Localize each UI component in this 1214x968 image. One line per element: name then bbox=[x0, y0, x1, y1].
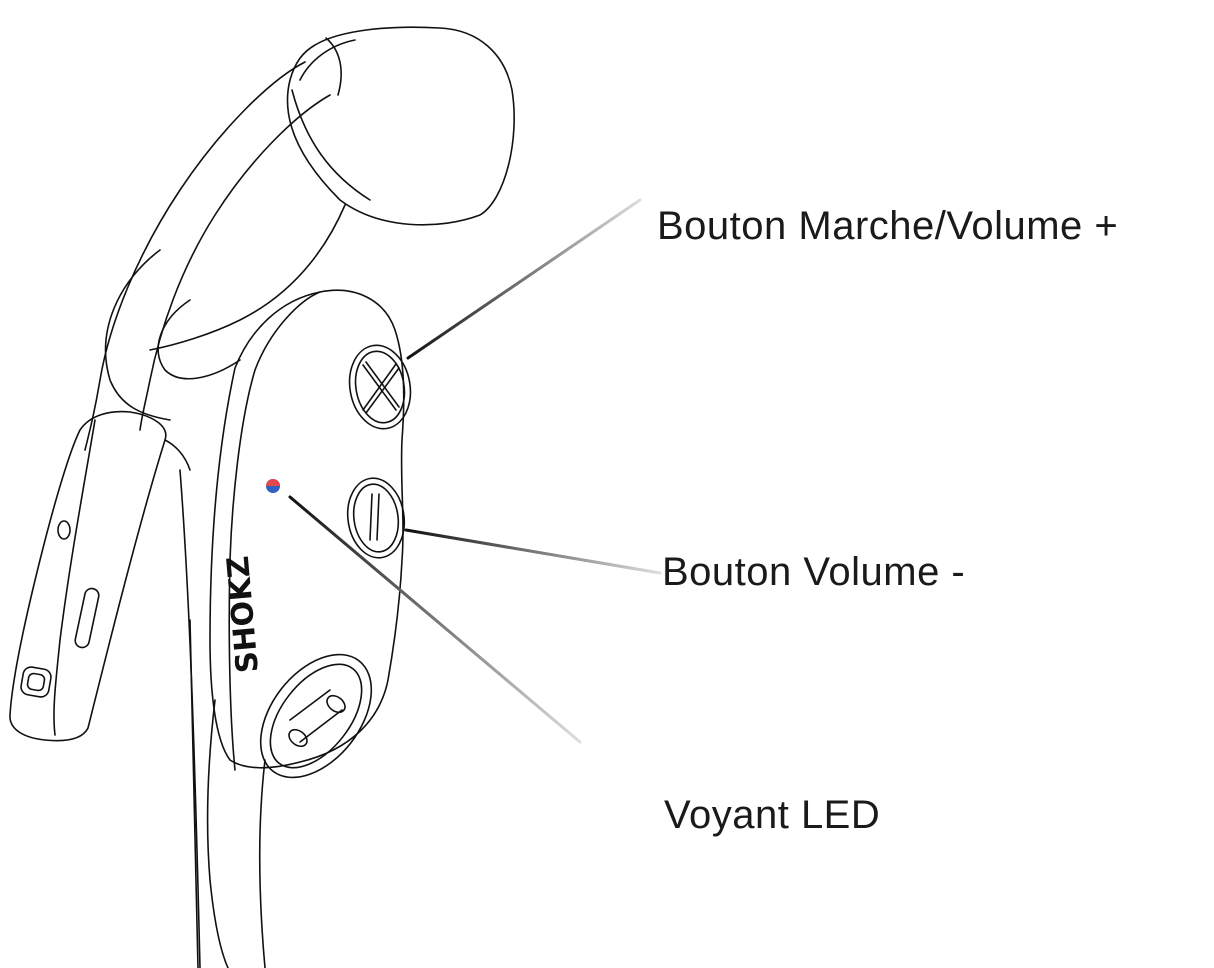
power-volume-up-button bbox=[343, 340, 417, 433]
brand-logo: SHOKZ bbox=[221, 555, 266, 675]
label-power-volume-up: Bouton Marche/Volume + bbox=[657, 204, 1118, 249]
control-module bbox=[210, 290, 404, 767]
label-led: Voyant LED bbox=[664, 793, 880, 838]
leader-volume-down bbox=[406, 530, 660, 573]
neckband-arm bbox=[85, 62, 305, 450]
label-volume-down: Bouton Volume - bbox=[662, 550, 965, 595]
led-indicator bbox=[266, 479, 280, 493]
transducer-pad bbox=[287, 27, 514, 225]
